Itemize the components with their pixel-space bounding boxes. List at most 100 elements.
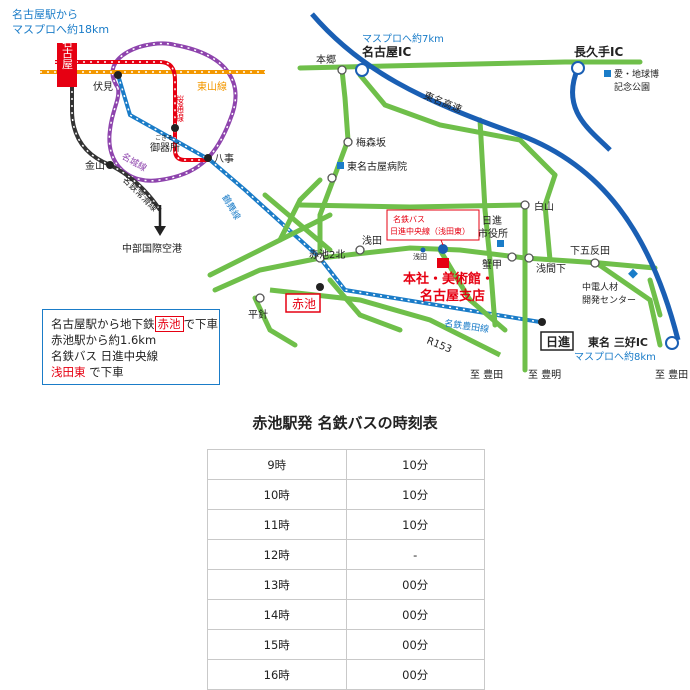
hirabari-node — [255, 293, 265, 303]
nagoya-ic-marker — [355, 63, 369, 77]
directions-line1: 名古屋駅から地下鉄赤池で下車 — [51, 316, 218, 332]
hour-cell: 9時 — [207, 449, 347, 480]
bus-stop-callout-line1: 名鉄バス — [393, 214, 425, 224]
gokisho-station-dot — [171, 124, 179, 132]
asada-small-marker — [420, 247, 426, 253]
hospital-node — [327, 173, 337, 183]
miyoshi-ic-note: マスプロへ約8km — [574, 350, 656, 363]
fushimi-label: 伏見 — [93, 80, 113, 93]
hour-cell: 10時 — [207, 479, 347, 510]
to-toyota-2: 至 豊田 — [655, 368, 688, 381]
r153-label: R153 — [425, 336, 453, 356]
nagoya-station-label: 名古屋 — [61, 35, 74, 70]
hongo-node — [337, 65, 347, 75]
higashiyama-line-label: 東山線 — [197, 80, 227, 93]
hour-cell: 14時 — [207, 599, 347, 630]
hongo-label: 本郷 — [316, 53, 336, 66]
directions-text: 名古屋駅から地下鉄 — [51, 317, 155, 331]
timetable-row: 12時- — [207, 539, 485, 570]
city-office-line1: 日進 — [482, 215, 502, 227]
yagoto-label: 八事 — [214, 152, 234, 165]
minute-cell: 00分 — [345, 659, 485, 690]
directions-box: 名古屋駅から地下鉄赤池で下車 赤池駅から約1.6km 名鉄バス 日進中央線 浅田… — [42, 309, 220, 385]
directions-text: で下車 — [183, 317, 219, 331]
tomei-expressway — [310, 12, 681, 341]
nagakute-ic-marker — [571, 61, 585, 75]
minute-cell: 10分 — [345, 479, 485, 510]
asada-higashi-highlight: 浅田東 — [51, 365, 86, 379]
asada-small-label: 浅田 — [413, 252, 427, 261]
access-map: 名古屋 伏見 金山 ごきそ 御器所 八事 東山線 桜通線 名城線 名鉄常滑線 鶴… — [12, 7, 688, 381]
airport-label: 中部国際空港 — [122, 242, 182, 255]
to-toyota-1: 至 豊田 — [470, 368, 503, 381]
bus-stop-callout — [386, 209, 480, 241]
minute-cell: 00分 — [345, 629, 485, 660]
hour-cell: 13時 — [207, 569, 347, 600]
hour-cell: 16時 — [207, 659, 347, 690]
tsurumai-line — [116, 74, 541, 324]
expo-park-line2: 記念公園 — [614, 81, 650, 93]
hirabari-label: 平針 — [248, 308, 268, 321]
tomei-label: 東名高速 — [422, 89, 464, 116]
nagoya-ic-label: 名古屋IC — [362, 44, 411, 59]
shimogohanda-node — [590, 258, 600, 268]
bus-stop-callout-line2: 日進中央線（浅田東） — [390, 226, 470, 236]
meitetsu-line — [70, 70, 162, 212]
bus-stop-marker — [438, 244, 448, 254]
akaike-label-box — [285, 293, 321, 313]
tsurumai-line-label: 鶴舞線 — [219, 193, 243, 222]
hq-line1: 本社・美術館・ — [403, 271, 494, 287]
akaike-highlight: 赤池 — [154, 316, 184, 332]
directions-line4: 浅田東 で下車 — [51, 364, 211, 380]
sakuradori-line-label: 桜通線 — [173, 94, 184, 122]
asada-node — [355, 245, 365, 255]
nisshin-station-dot — [538, 318, 546, 326]
asada-label: 浅田 — [362, 234, 382, 247]
gokisho-label: 御器所 — [150, 141, 180, 154]
hour-cell: 11時 — [207, 509, 347, 540]
nisshin-label: 日進 — [546, 334, 571, 349]
miyoshi-ic-label: 東名 三好IC — [588, 335, 648, 349]
road-map — [207, 59, 663, 373]
hour-cell: 15時 — [207, 629, 347, 660]
hoshiko-node — [507, 252, 517, 262]
fushimi-station-dot — [114, 71, 122, 79]
hospital-marker — [337, 162, 344, 169]
kanayama-label: 金山 — [85, 159, 105, 172]
chuden-line1: 中電人材 — [582, 281, 618, 293]
top-note-line2: マスプロへ約18km — [12, 22, 109, 36]
minute-cell: 10分 — [345, 509, 485, 540]
chuden-line2: 開発センター — [582, 294, 636, 306]
nisshin-label-box — [540, 331, 574, 351]
hq-marker — [437, 258, 449, 268]
city-office-line2: 市役所 — [478, 227, 508, 240]
minute-cell: - — [345, 539, 485, 570]
directions-line2: 赤池駅から約1.6km — [51, 333, 157, 347]
minute-cell: 00分 — [345, 569, 485, 600]
yagoto-station-dot — [204, 154, 212, 162]
city-office-marker — [497, 240, 504, 247]
asamashita-label: 浅間下 — [536, 262, 566, 275]
umemorizaka-label: 梅森坂 — [356, 136, 386, 149]
akaike-2n-node — [315, 253, 325, 263]
nagakute-ic-label: 長久手IC — [574, 44, 623, 59]
expo-park-marker — [604, 70, 611, 77]
asamashita-node — [524, 253, 534, 263]
akaike-station-dot — [316, 283, 324, 291]
shiroyama-node — [520, 200, 530, 210]
hospital-label: 東名古屋病院 — [347, 160, 407, 173]
hoshiko-label: 蟹甲 — [482, 258, 502, 271]
minute-cell: 10分 — [345, 449, 485, 480]
timetable-title: 赤池駅発 名鉄バスの時刻表 — [252, 414, 438, 432]
to-toyoake: 至 豊明 — [528, 368, 561, 381]
hq-line2: 名古屋支店 — [420, 288, 485, 304]
kanayama-station-dot — [106, 161, 114, 169]
